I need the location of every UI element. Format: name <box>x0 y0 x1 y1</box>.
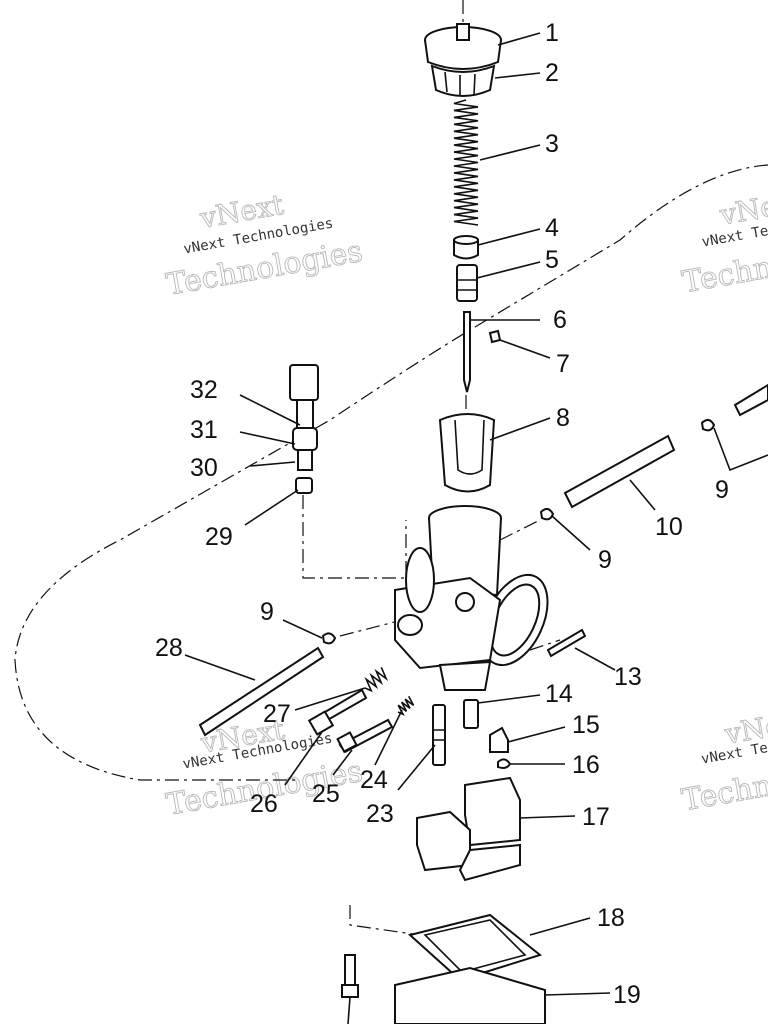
callout-31: 31 <box>190 416 218 444</box>
callout-7: 7 <box>556 350 570 378</box>
callout-29: 29 <box>205 523 233 551</box>
axis-line-13 <box>529 639 561 651</box>
callout-14: 14 <box>545 680 573 708</box>
part-24-spring <box>397 695 415 717</box>
axis-line-29 <box>302 495 407 579</box>
part-8-slide <box>438 413 496 493</box>
callout-labels: 1 2 3 4 5 6 7 8 9 9 9 10 13 14 15 16 17 … <box>155 19 729 1009</box>
callout-4: 4 <box>545 214 559 242</box>
part-tube-right <box>733 383 768 417</box>
part-18-gasket-inner <box>423 919 527 973</box>
callout-17: 17 <box>582 803 610 831</box>
part-10-tube <box>563 434 676 509</box>
alignment-loop <box>14 164 768 781</box>
callout-10: 10 <box>655 513 683 541</box>
part-6-needle <box>463 311 471 393</box>
callout-1: 1 <box>545 19 559 47</box>
callout-6: 6 <box>553 306 567 334</box>
part-5-holder <box>456 264 478 302</box>
part-19-bowl <box>394 966 546 1024</box>
callout-8: 8 <box>556 404 570 432</box>
callout-5: 5 <box>545 246 559 274</box>
callout-32: 32 <box>190 376 218 404</box>
part-23-needle-jet <box>432 704 446 766</box>
callout-30: 30 <box>190 454 218 482</box>
part-25-screw <box>336 718 394 754</box>
callout-9b: 9 <box>598 546 612 574</box>
part-9-clips <box>321 419 716 645</box>
callout-9c: 9 <box>260 598 274 626</box>
callout-9a: 9 <box>715 476 729 504</box>
axis-line-right <box>499 519 541 541</box>
part-17-float <box>416 776 521 882</box>
axis-line-bottom <box>349 905 421 936</box>
part-4-washer <box>453 235 479 260</box>
callout-16: 16 <box>572 751 600 779</box>
part-27-spring <box>364 666 389 693</box>
part-bolt-bottom <box>341 954 359 1024</box>
watermark-right-top: vNext vNext Technologies Technologies <box>679 184 768 301</box>
part-7-clip <box>488 329 502 344</box>
carburetor-body <box>394 505 549 691</box>
watermark-left-top: vNext vNext Technologies Technologies <box>163 187 366 303</box>
part-14-jet <box>463 699 479 729</box>
callout-19: 19 <box>613 981 641 1009</box>
callout-2: 2 <box>545 59 559 87</box>
callout-15: 15 <box>572 711 600 739</box>
part-1-cap <box>424 23 502 70</box>
part-26-screw <box>307 688 368 736</box>
callout-25: 25 <box>312 780 340 808</box>
callout-28: 28 <box>155 634 183 662</box>
callout-13: 13 <box>614 663 642 691</box>
leader-lines <box>184 32 768 996</box>
callout-18: 18 <box>597 904 625 932</box>
watermark-right-bottom: vNext vNext Technologies Technologies <box>679 703 768 819</box>
part-15-jet <box>489 726 509 753</box>
callout-24: 24 <box>360 766 388 794</box>
part-13-screw <box>546 628 587 658</box>
callout-27: 27 <box>263 700 291 728</box>
callout-23: 23 <box>366 800 394 828</box>
part-3-spring <box>453 99 479 226</box>
parts-29-32-cable-adjuster <box>289 364 319 494</box>
callout-26: 26 <box>250 790 278 818</box>
part-2-nut <box>430 64 496 97</box>
part-28-tube <box>198 646 325 737</box>
callout-3: 3 <box>545 130 559 158</box>
part-16-clip <box>497 758 512 769</box>
